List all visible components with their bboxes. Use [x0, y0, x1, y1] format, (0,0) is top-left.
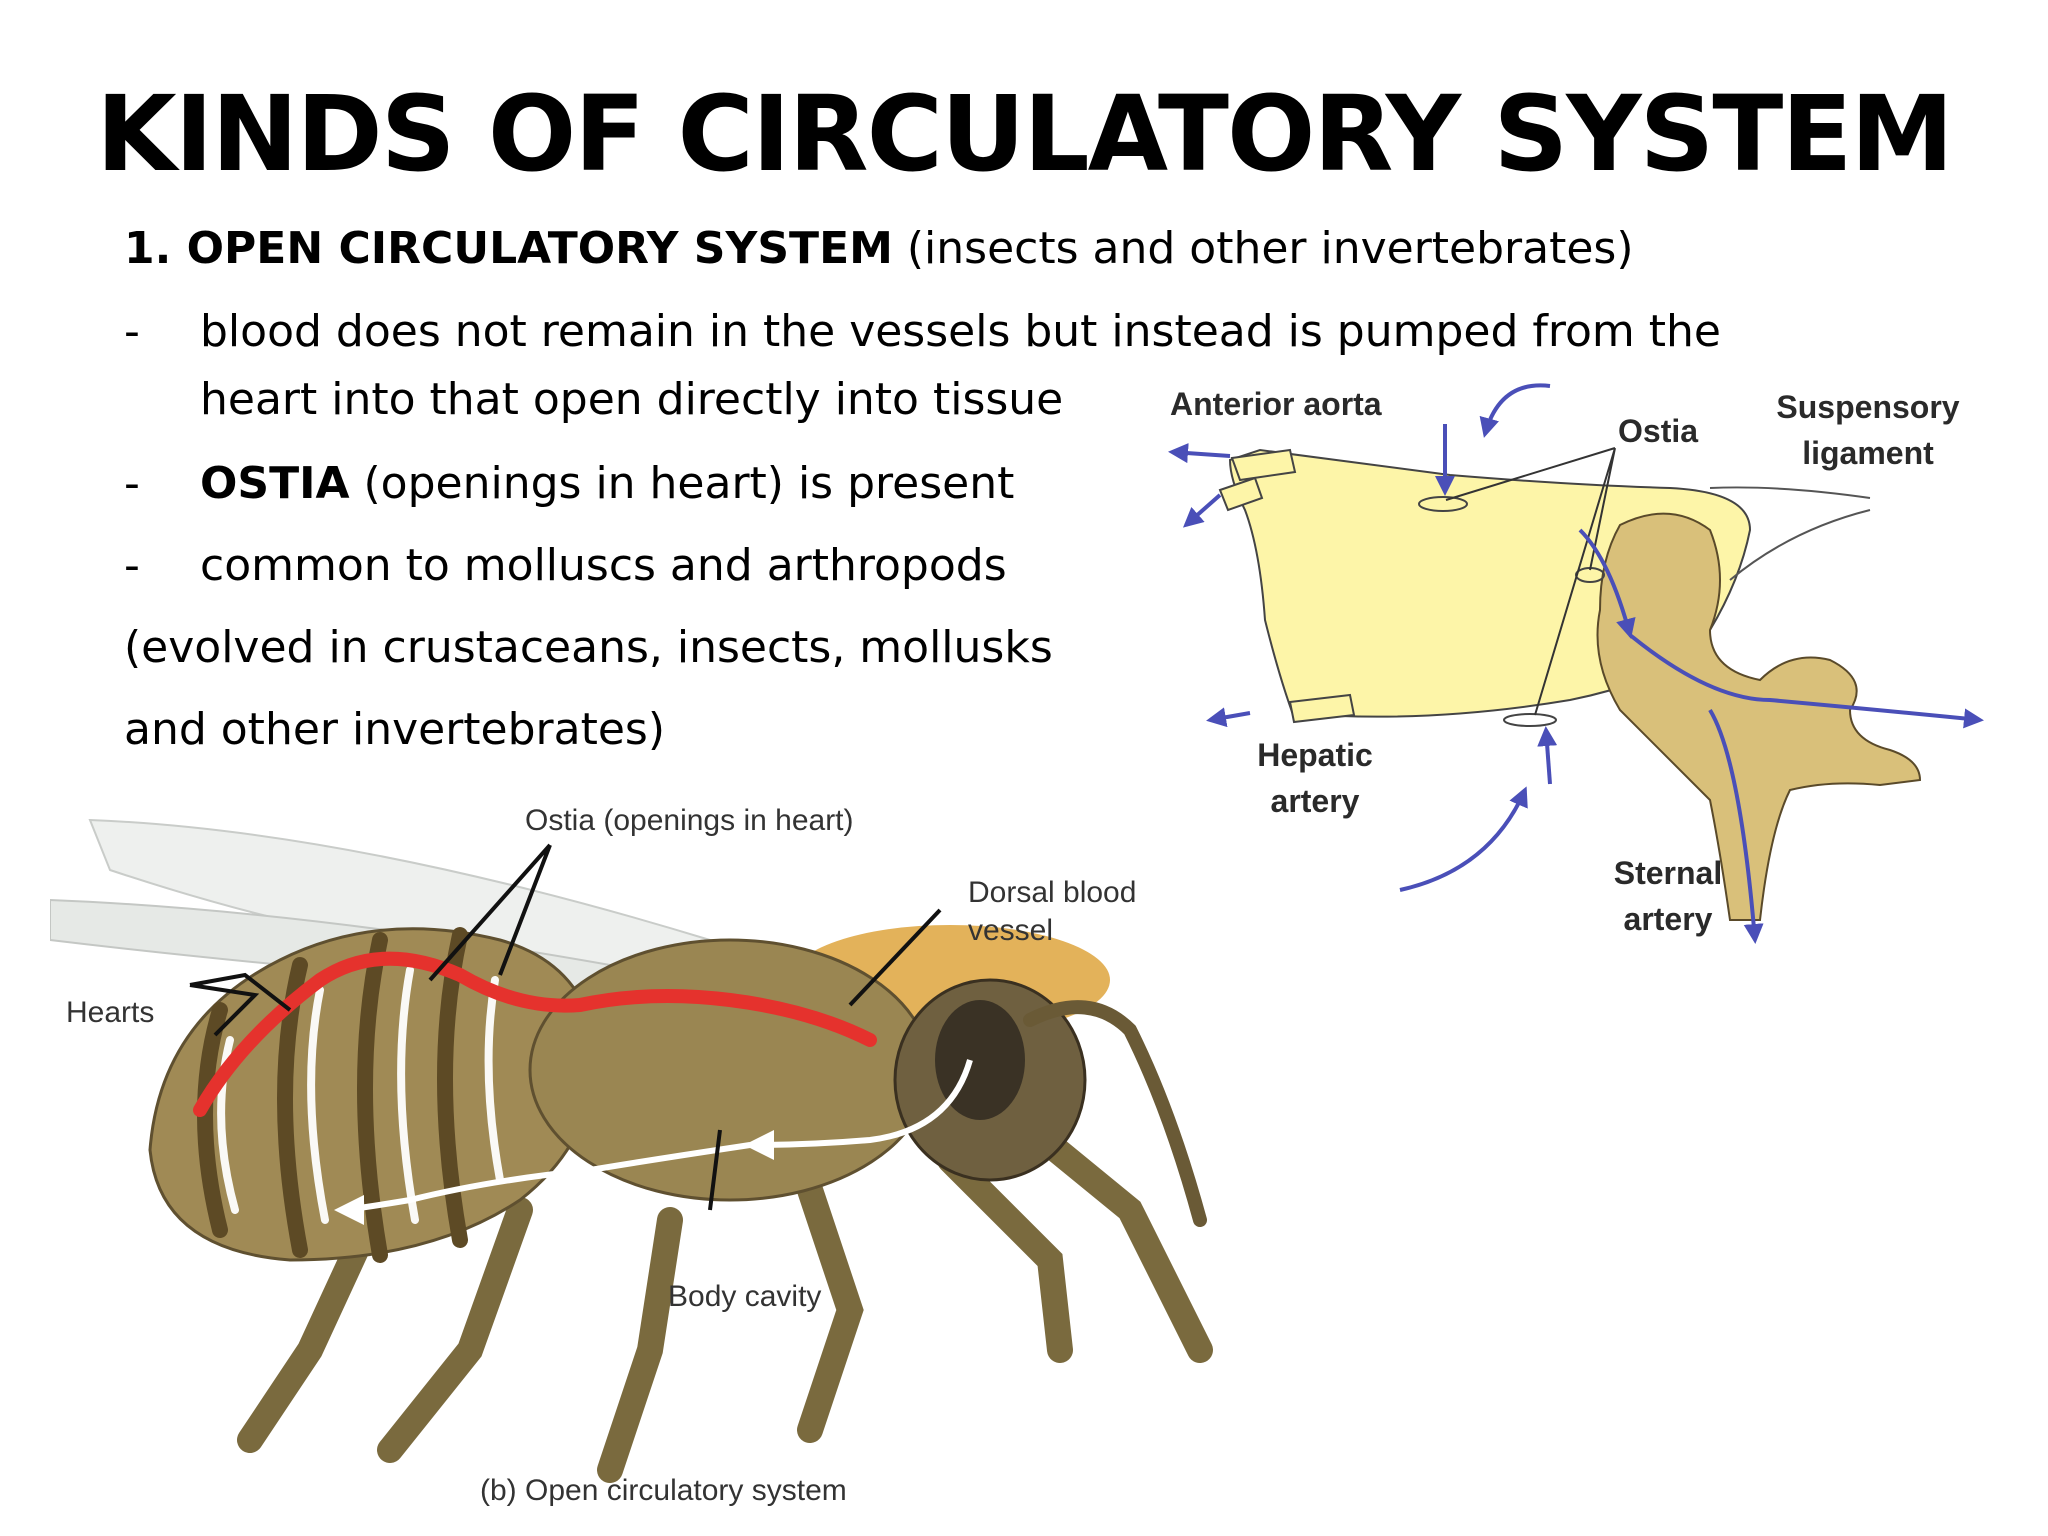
bullet-marker: - — [124, 458, 140, 509]
ostium-icon — [1503, 713, 1557, 727]
open-system-heading: 1. OPEN CIRCULATORY SYSTEM (insects and … — [124, 227, 1634, 271]
hemolymph-flow-arrows — [334, 1059, 973, 1225]
open-system-heading-bold: 1. OPEN CIRCULATORY SYSTEM — [124, 223, 893, 274]
sternal-label-1: Sternal — [1614, 855, 1722, 891]
note-line-2: and other invertebrates) — [124, 704, 665, 755]
hearts-label: Hearts — [66, 996, 154, 1029]
anterior-aorta-label: Anterior aorta — [1170, 386, 1382, 422]
suspensory-ligament-line — [1729, 509, 1871, 581]
leader-lines — [189, 843, 942, 1211]
hepatic-artery-shape — [1288, 693, 1356, 724]
suspensory-ligament-line — [1709, 486, 1871, 499]
suspensory-label-1: Suspensory — [1776, 389, 1959, 425]
hepatic-label-1: Hepatic — [1257, 737, 1373, 773]
bullet-1-line-1: blood does not remain in the vessels but… — [200, 306, 1721, 357]
heart-chambers — [217, 966, 504, 1224]
bullet-1-line-2: heart into that open directly into tissu… — [200, 374, 1064, 425]
sternal-artery-shape — [1596, 512, 1922, 921]
heart-diagram: Anterior aorta Ostia Suspensory ligament… — [1168, 383, 1984, 944]
sternal-label-2: artery — [1624, 901, 1713, 937]
bee-thorax — [528, 938, 932, 1202]
bullet-2: OSTIA (openings in heart) is present — [200, 462, 1014, 506]
note-line-1: (evolved in crustaceans, insects, mollus… — [124, 622, 1053, 673]
dorsal-vessel-label-2: vessel — [968, 914, 1053, 947]
bee-caption: (b) Open circulatory system — [480, 1474, 847, 1507]
ostia-label: Ostia — [1618, 413, 1698, 449]
bullet-marker: - — [124, 540, 140, 591]
ostia-term: OSTIA — [200, 458, 350, 509]
ostium-icon — [1418, 496, 1468, 512]
slide-title: KINDS OF CIRCULATORY SYSTEM — [96, 73, 1954, 195]
ostia-description: (openings in heart) is present — [349, 458, 1015, 509]
bee-ostia-label: Ostia (openings in heart) — [525, 804, 854, 837]
dorsal-vessel-label-1: Dorsal blood — [968, 876, 1136, 909]
open-system-heading-rest: (insects and other invertebrates) — [892, 223, 1634, 274]
dorsal-blood-vessel — [193, 951, 877, 1117]
flow-arrows — [1168, 383, 1984, 944]
bee-antenna — [1023, 1000, 1207, 1227]
bullet-3: common to molluscs and arthropods — [200, 540, 1007, 591]
suspensory-label-2: ligament — [1802, 435, 1934, 471]
bullet-marker: - — [124, 306, 140, 357]
body-cavity-label: Body cavity — [668, 1280, 821, 1313]
bee-diagram: Ostia (openings in heart) Dorsal blood v… — [50, 804, 1213, 1507]
hepatic-label-2: artery — [1271, 783, 1360, 819]
anterior-aorta-shape — [1218, 448, 1297, 512]
